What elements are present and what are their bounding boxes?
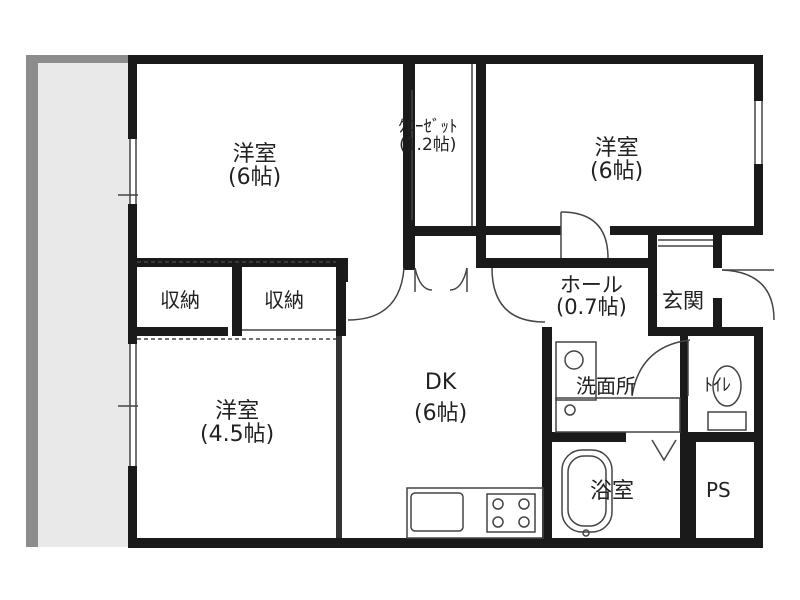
room-name: 玄関	[662, 289, 704, 313]
room-name: DK	[424, 370, 457, 395]
room-toilet: ﾄｲﾚ	[704, 375, 731, 396]
room-size: (0.7帖)	[556, 295, 627, 320]
room-name: 浴室	[590, 479, 635, 504]
room-size: (4.5帖)	[200, 422, 275, 448]
room-name: ｸﾛｰｾﾞｯﾄ	[398, 117, 458, 137]
room-size: (6帖)	[590, 159, 644, 185]
room-name: 収納	[264, 288, 304, 312]
balcony-rail-top	[26, 55, 130, 63]
room-storage-2: 収納	[264, 290, 304, 311]
room-size: (1.2帖)	[399, 134, 457, 155]
room-name: ホール	[559, 273, 623, 297]
balcony-rail	[26, 55, 38, 547]
room-size: (6帖)	[228, 165, 282, 191]
room-name: 洗面所	[576, 374, 636, 398]
room-western-bottom-left: 洋室 (4.5帖)	[200, 400, 274, 446]
room-entrance: 玄関	[662, 290, 704, 312]
room-western-top-right: 洋室 (6帖)	[590, 137, 643, 183]
room-ps: PS	[706, 480, 731, 501]
room-name: 洋室	[232, 142, 277, 167]
room-western-top-left: 洋室 (6帖)	[228, 143, 281, 189]
room-hall: ホール (0.7帖)	[556, 274, 627, 318]
room-name: PS	[706, 478, 731, 502]
thin-lines	[118, 64, 775, 539]
room-bath: 浴室	[590, 480, 634, 503]
room-closet: ｸﾛｰｾﾞｯﾄ (1.2帖)	[398, 117, 458, 155]
room-dk: DK (6帖)	[414, 368, 467, 430]
balcony	[26, 55, 130, 547]
room-size: (6帖)	[414, 400, 468, 426]
room-name: ﾄｲﾚ	[704, 375, 731, 396]
room-storage-1: 収納	[160, 290, 200, 311]
room-washroom: 洗面所	[576, 376, 636, 397]
room-name: 洋室	[215, 399, 260, 424]
room-name: 洋室	[594, 136, 639, 161]
room-name: 収納	[160, 288, 200, 312]
